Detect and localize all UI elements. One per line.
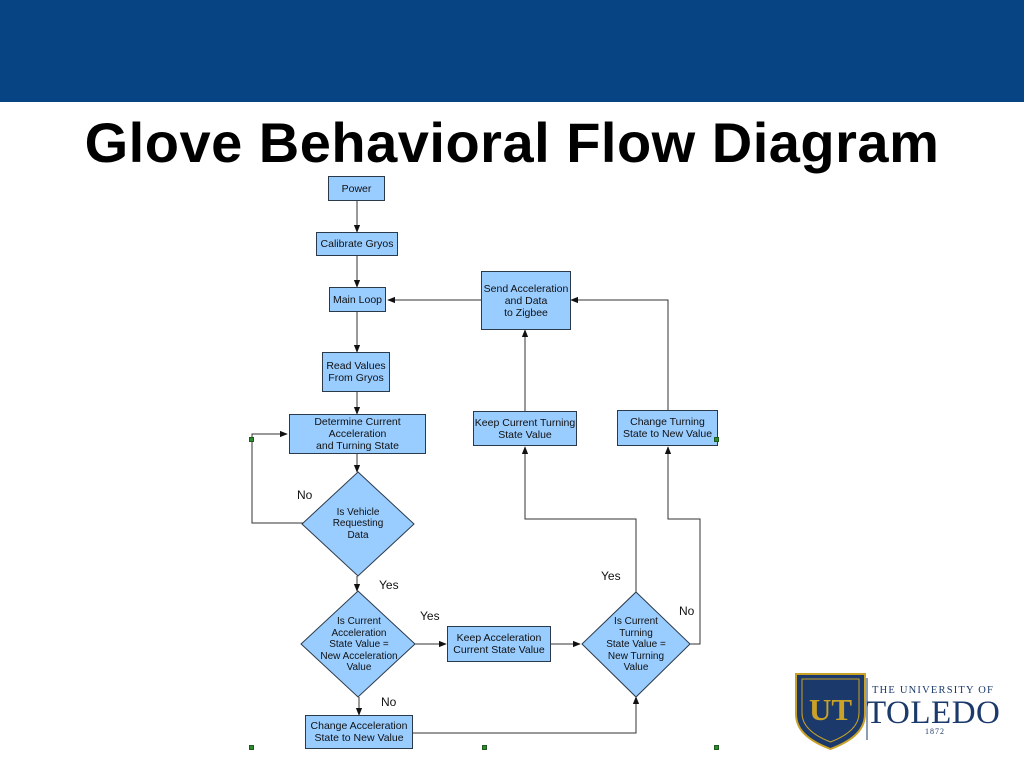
selection-handle[interactable]	[249, 745, 254, 750]
node-keep-acceleration: Keep Acceleration Current State Value	[447, 626, 551, 662]
node-calibrate-gyros: Calibrate Gryos	[316, 232, 398, 256]
label-yes-acceleration: Yes	[420, 609, 440, 623]
selection-handle[interactable]	[714, 437, 719, 442]
decision-shape-turning	[581, 591, 691, 698]
decision-shape-accel	[300, 590, 416, 698]
edge-changeturning-send	[570, 296, 669, 410]
edge-changeaccel-turning	[413, 696, 640, 734]
university-logo: UT	[795, 673, 868, 750]
shield-icon	[795, 673, 866, 750]
decision-is-vehicle-requesting: Is Vehicle Requesting Data	[332, 506, 384, 541]
selection-handle[interactable]	[714, 745, 719, 750]
node-calibrate-gyros-label: Calibrate Gryos	[320, 238, 394, 250]
edge-turning-yes	[521, 446, 637, 592]
edge-turning-no	[664, 446, 701, 645]
decision-is-turning-equal: Is Current Turning State Value = New Tur…	[606, 616, 666, 674]
node-main-loop: Main Loop	[329, 287, 386, 312]
decision-shape-requesting	[301, 471, 415, 577]
decision-is-acceleration-equal: Is Current Acceleration State Value = Ne…	[320, 616, 398, 674]
logo-monogram: UT	[809, 692, 852, 727]
node-power: Power	[328, 176, 385, 201]
node-send-data: Send Acceleration and Data to Zigbee	[481, 271, 571, 330]
edge-requesting-no	[251, 430, 303, 524]
node-change-turning: Change Turning State to New Value	[617, 410, 718, 446]
label-yes-requesting: Yes	[379, 578, 399, 592]
node-change-acceleration: Change Acceleration State to New Value	[305, 715, 413, 749]
logo-line2: TOLEDO	[866, 695, 1001, 731]
selection-handle[interactable]	[482, 745, 487, 750]
label-yes-turning: Yes	[601, 569, 621, 583]
label-no-requesting: No	[297, 488, 313, 502]
selection-handle[interactable]	[249, 437, 254, 442]
label-no-turning: No	[679, 604, 695, 618]
node-determine-state: Determine Current Acceleration and Turni…	[289, 414, 426, 454]
node-read-values: Read Values From Gryos	[322, 352, 390, 392]
slide-title: Glove Behavioral Flow Diagram	[84, 111, 940, 174]
node-keep-turning: Keep Current Turning State Value	[473, 411, 577, 446]
label-no-acceleration: No	[381, 695, 397, 709]
header-band	[0, 0, 1024, 102]
logo-year: 1872	[925, 727, 945, 736]
logo-line1: THE UNIVERSITY OF	[872, 685, 995, 696]
